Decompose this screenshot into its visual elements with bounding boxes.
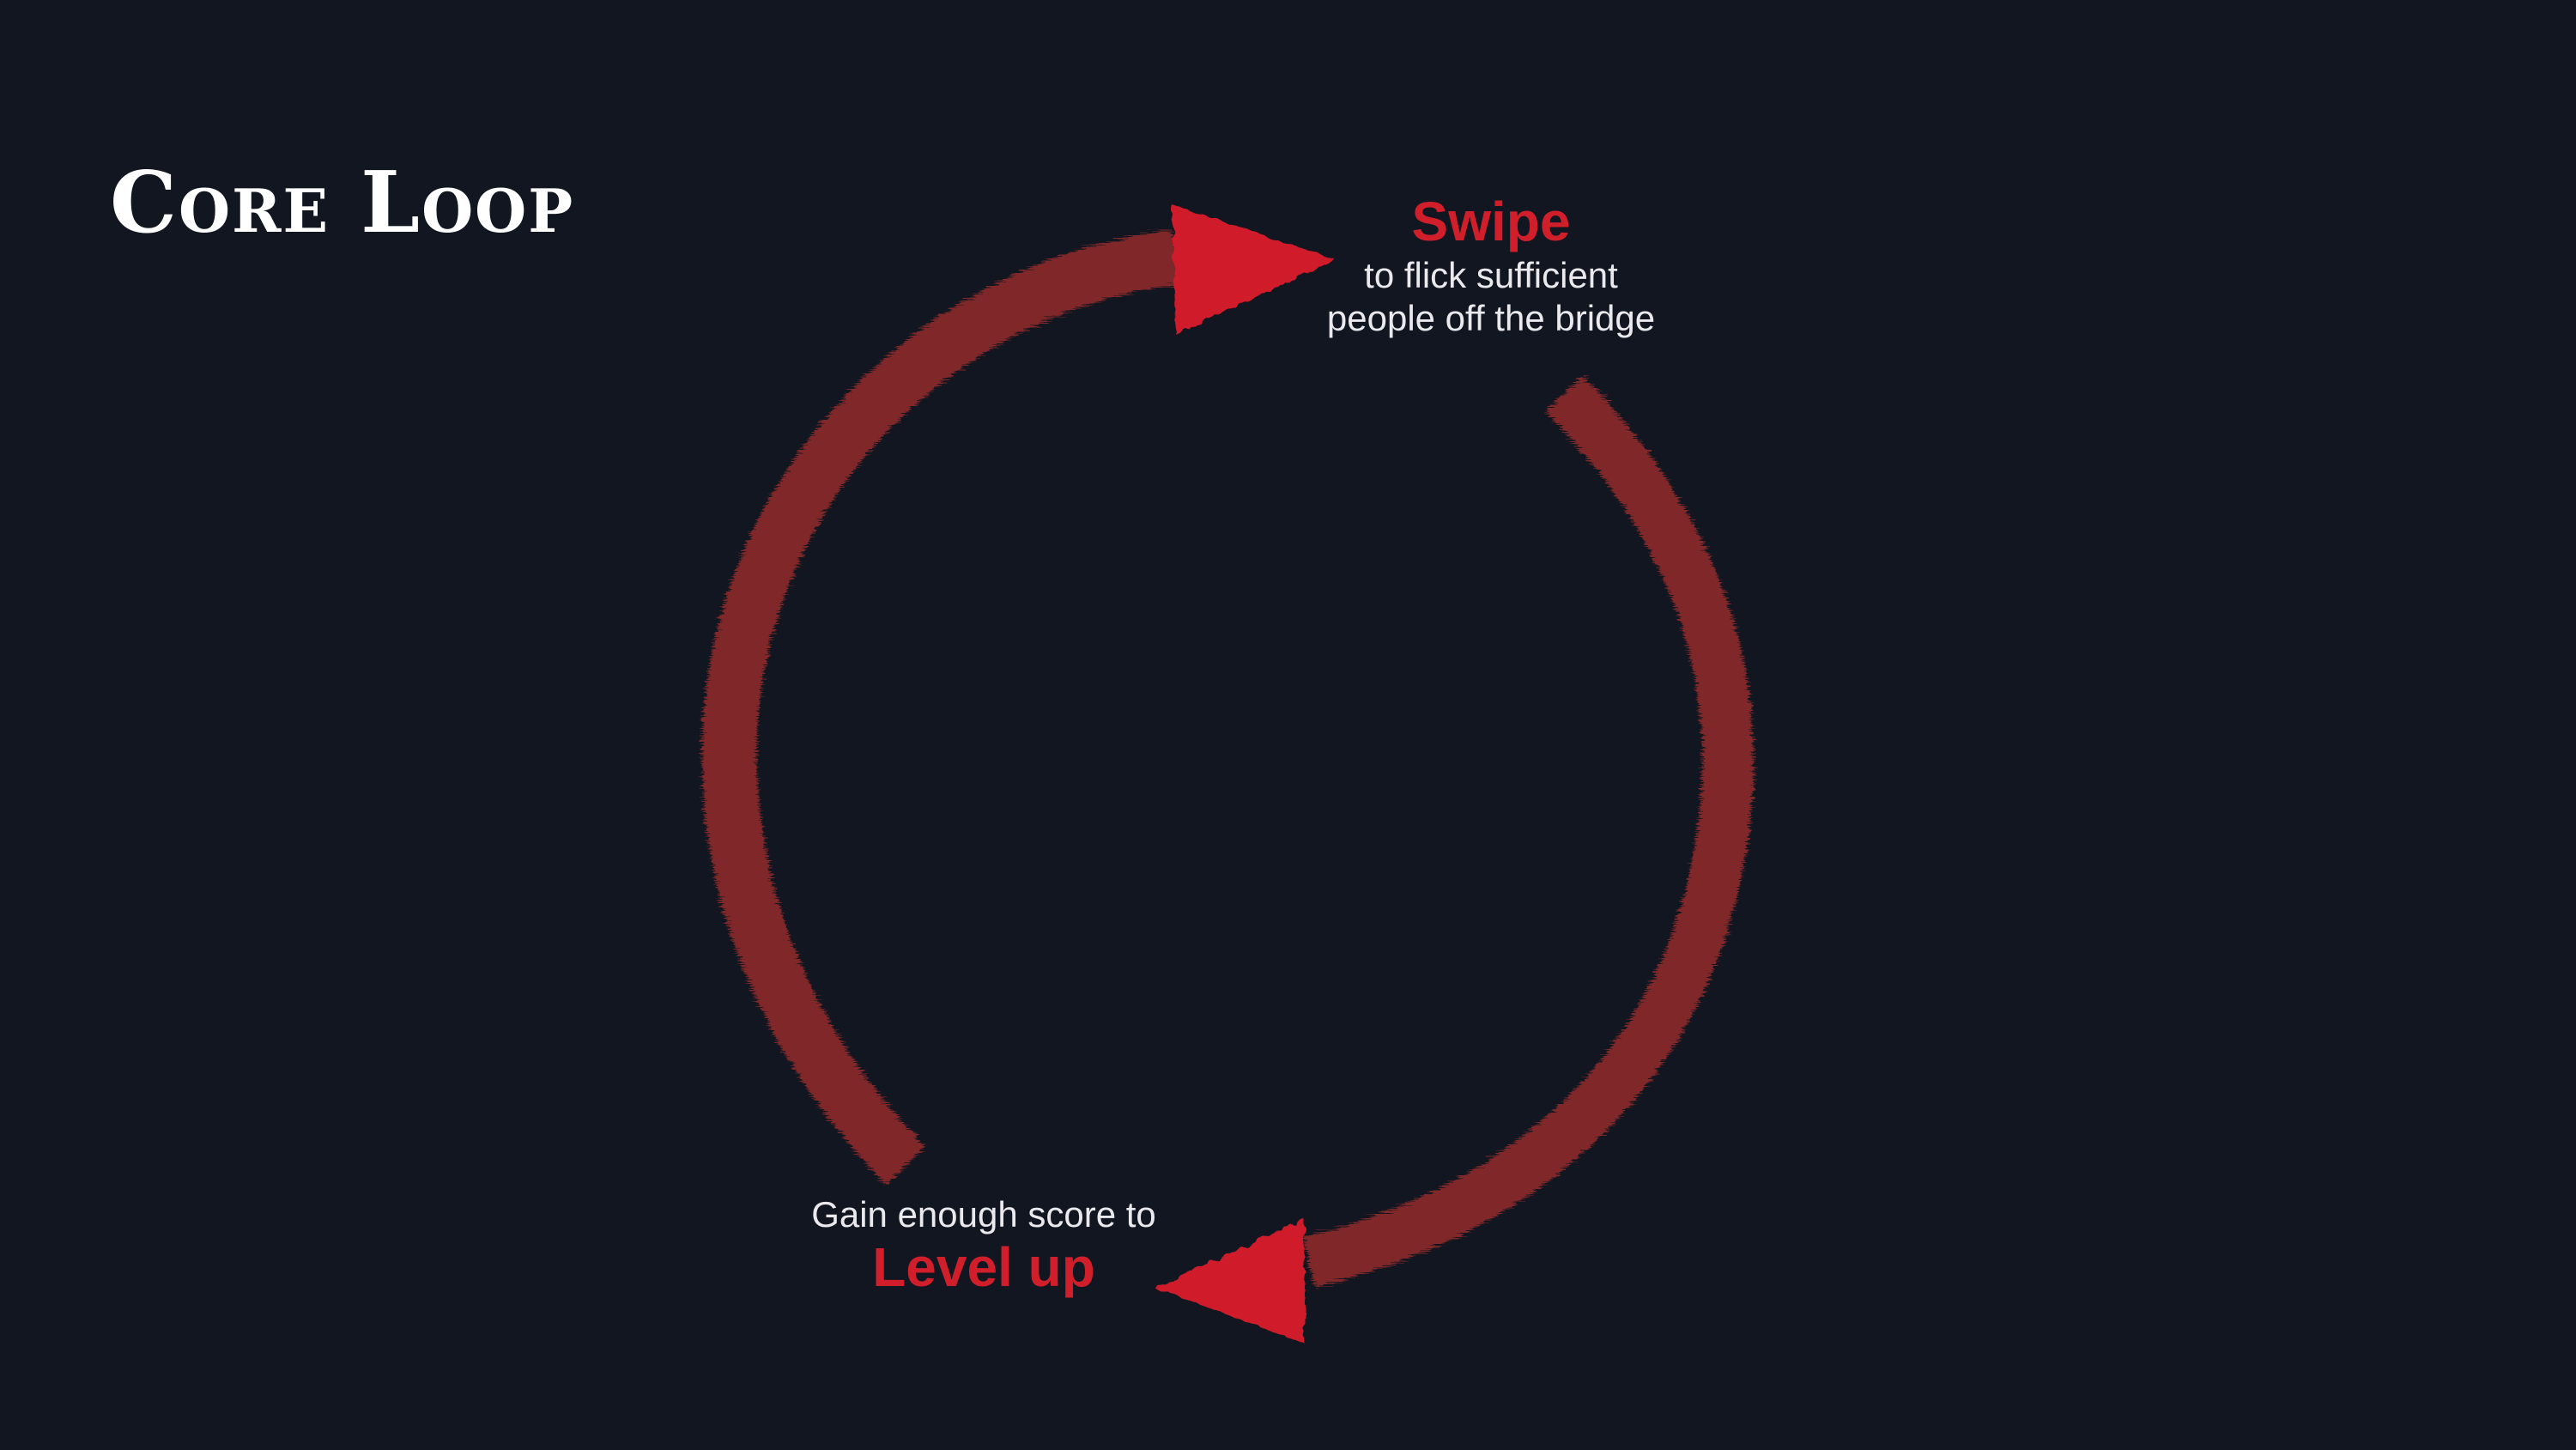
loop-arc-left — [701, 230, 1179, 1186]
step-level-up: Gain enough score to Level up — [769, 1193, 1198, 1300]
step-swipe: Swipe to flick sufficient people off the… — [1319, 191, 1663, 340]
step-swipe-description-line-1: to flick sufficient — [1364, 254, 1618, 295]
arrowhead-bottom-icon — [1155, 1219, 1305, 1344]
slide-title: Core Loop — [110, 154, 575, 252]
step-swipe-description-line-2: people off the bridge — [1326, 297, 1656, 338]
arrowhead-top-icon — [1172, 204, 1335, 335]
step-level-up-intro: Gain enough score to — [811, 1194, 1156, 1235]
step-level-up-heading: Level up — [872, 1236, 1095, 1298]
step-swipe-heading: Swipe — [1411, 191, 1571, 252]
loop-arc-right — [1303, 375, 1755, 1288]
